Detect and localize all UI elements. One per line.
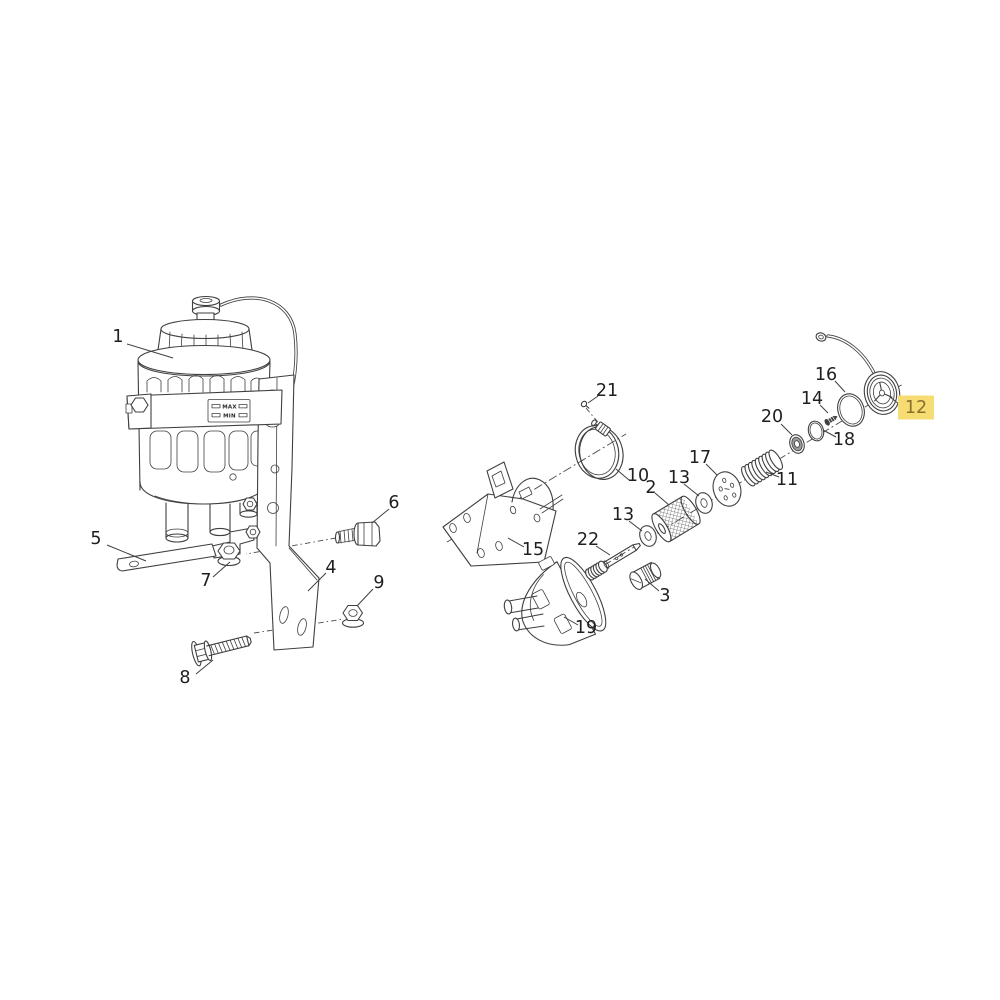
callout-5: 5 <box>90 529 147 562</box>
part-2-filter-element <box>651 495 701 543</box>
upper-arches <box>146 375 264 393</box>
max-marking: MAX <box>222 404 237 410</box>
part-13-washer-lower <box>639 525 657 547</box>
part-15-bracket-plate <box>442 461 564 567</box>
callout-22: 22 <box>577 530 611 556</box>
callout-15: 15 <box>507 537 544 560</box>
min-marking: MIN <box>223 413 236 419</box>
bracket-screws <box>242 497 261 539</box>
shaft-spring <box>585 560 608 581</box>
part-8-bolt <box>191 635 252 667</box>
callout-20: 20 <box>761 407 793 436</box>
callout-21: 21 <box>587 381 618 404</box>
callout-21-label[interactable]: 21 <box>596 381 618 401</box>
part-20-seal <box>789 434 805 454</box>
part-17-plate <box>712 471 742 507</box>
callout-15-label[interactable]: 15 <box>522 540 544 560</box>
callout-3-label[interactable]: 3 <box>659 586 670 606</box>
callout-5-label[interactable]: 5 <box>90 529 101 549</box>
callout-22-label[interactable]: 22 <box>577 530 599 550</box>
callouts: 1 2 3 4 5 6 7 8 9 10 11 13 13 14 15 <box>90 327 934 688</box>
part-22-shaft <box>585 542 641 581</box>
callout-8: 8 <box>179 659 214 688</box>
callout-4: 4 <box>307 558 337 592</box>
part-13-washer-upper <box>695 492 713 514</box>
canister-clamp-band: MAX MIN <box>125 389 283 430</box>
callout-13b: 13 <box>612 505 643 532</box>
callout-2: 2 <box>645 478 670 506</box>
callout-3: 3 <box>644 578 671 606</box>
callout-13a: 13 <box>668 468 700 497</box>
callout-19: 19 <box>563 616 597 638</box>
level-plate: MAX MIN <box>207 399 251 423</box>
callout-18-label[interactable]: 18 <box>833 430 855 450</box>
callout-17-label[interactable]: 17 <box>689 448 711 468</box>
callout-17: 17 <box>689 448 718 476</box>
part-6-bolt <box>334 521 381 547</box>
part-11-spring <box>741 449 783 487</box>
callout-11: 11 <box>765 470 798 490</box>
part-5-bracket-bar <box>116 543 217 572</box>
callout-18: 18 <box>822 429 855 450</box>
callout-12-highlight[interactable] <box>898 395 934 420</box>
callout-7-label[interactable]: 7 <box>200 571 211 591</box>
part-7-nut <box>217 542 241 567</box>
callout-10: 10 <box>615 466 649 486</box>
callout-1: 1 <box>112 327 174 359</box>
callout-6: 6 <box>371 493 400 524</box>
part-9-nut <box>341 604 365 628</box>
callout-12-label[interactable]: 12 <box>905 398 927 418</box>
callout-6-label[interactable]: 6 <box>388 493 399 513</box>
part-21-screw <box>580 400 590 409</box>
left-assembly: MAX MIN <box>116 295 381 667</box>
callout-2-label[interactable]: 2 <box>645 478 656 498</box>
part-3-plug <box>629 561 662 590</box>
callout-13b-label[interactable]: 13 <box>612 505 634 525</box>
callout-20-label[interactable]: 20 <box>761 407 783 427</box>
part-18-o-ring <box>807 420 825 442</box>
callout-9: 9 <box>356 573 385 607</box>
callout-4-label[interactable]: 4 <box>325 558 336 578</box>
callout-13a-label[interactable]: 13 <box>668 468 690 488</box>
plate-holes <box>449 505 541 558</box>
callout-7: 7 <box>200 561 231 591</box>
part-10-clamp <box>574 419 624 480</box>
callout-16: 16 <box>815 365 846 393</box>
callout-10-label[interactable]: 10 <box>627 466 649 486</box>
lower-arches <box>149 430 265 473</box>
part-16-o-ring <box>837 393 865 427</box>
callout-11-label[interactable]: 11 <box>776 470 798 490</box>
callout-19-label[interactable]: 19 <box>575 618 597 638</box>
callout-8-label[interactable]: 8 <box>179 668 190 688</box>
callout-16-label[interactable]: 16 <box>815 365 837 385</box>
callout-14-label[interactable]: 14 <box>801 389 823 409</box>
callout-14: 14 <box>801 389 829 414</box>
callout-9-label[interactable]: 9 <box>373 573 384 593</box>
part-14-screw <box>824 415 838 426</box>
housing-ports <box>503 595 545 632</box>
callout-1-label[interactable]: 1 <box>112 327 123 347</box>
selected-callout-12: 12 <box>889 395 934 420</box>
part-12-cap <box>815 332 901 415</box>
